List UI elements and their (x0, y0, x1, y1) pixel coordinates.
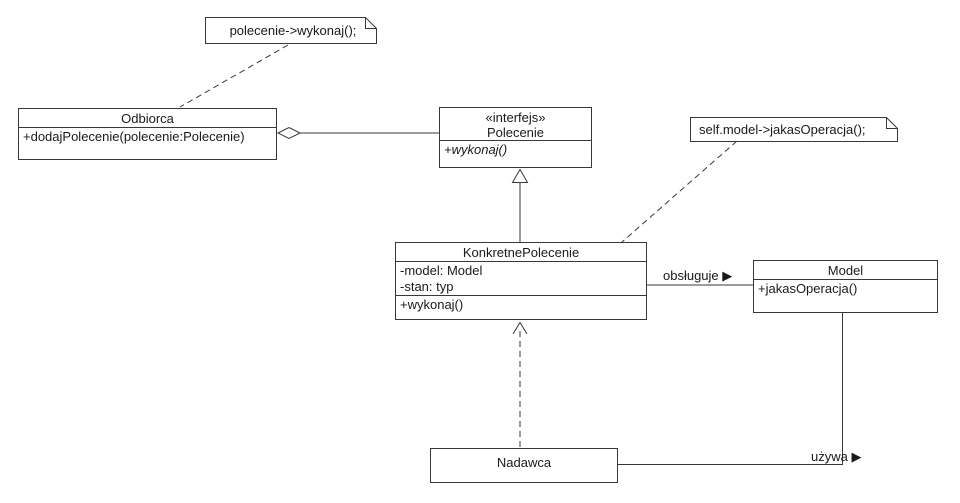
note-text: self.model->jakasOperacja(); (699, 122, 866, 137)
class-konkretnepolecenie-methods: +wykonaj() (396, 295, 646, 319)
class-odbiorca: Odbiorca +dodajPolecenie(polecenie:Polec… (18, 108, 277, 160)
class-model-methods: +jakasOperacja() (754, 279, 937, 312)
class-title: Nadawca (496, 455, 552, 470)
class-title: KonkretnePolecenie (462, 245, 580, 260)
note-text: polecenie->wykonaj(); (229, 23, 357, 38)
class-polecenie-methods: +wykonaj() (440, 140, 591, 167)
class-method: +jakasOperacja() (758, 281, 858, 296)
dependency-link (512, 321, 528, 447)
generalization-triangle-icon (511, 168, 529, 183)
aggregation-link (276, 126, 440, 140)
class-model: Model +jakasOperacja() (753, 260, 938, 313)
class-title: Polecenie (486, 125, 545, 140)
class-konkretnepolecenie: KonkretnePolecenie -model: Model -stan: … (395, 242, 647, 320)
note-shape (205, 17, 377, 44)
class-nadawca: Nadawca (430, 448, 618, 483)
dependency-open-arrow-icon (512, 321, 528, 335)
class-stereotype: «interfejs» (485, 110, 546, 125)
class-konkretnepolecenie-attributes: -model: Model -stan: typ (396, 261, 646, 295)
uml-note-polecenie-wykonaj: polecenie->wykonaj(); (205, 17, 377, 44)
class-method: +dodajPolecenie(polecenie:Polecenie) (23, 129, 245, 144)
edge-label-obsluguje: obsługuje ▶ (663, 268, 733, 283)
aggregation-diamond-icon (276, 126, 302, 140)
note2-anchor-line (621, 140, 738, 243)
class-attribute: -stan: typ (400, 279, 454, 294)
association-uzywa-line (618, 313, 843, 465)
note-fold-icon (365, 17, 377, 29)
class-title: Odbiorca (121, 111, 174, 126)
uml-note-self-model-jakasoperacja: self.model->jakasOperacja(); (690, 117, 898, 142)
class-method: +wykonaj() (444, 142, 508, 157)
class-title: Model (827, 263, 864, 278)
class-polecenie-interface: «interfejs» Polecenie +wykonaj() (439, 107, 592, 168)
edge-label-uzywa: używa ▶ (811, 449, 862, 464)
note1-anchor-line (179, 44, 289, 108)
class-odbiorca-methods: +dodajPolecenie(polecenie:Polecenie) (19, 127, 276, 159)
generalization-link (511, 168, 529, 242)
class-attribute: -model: Model (400, 263, 483, 278)
note-shape (690, 117, 898, 142)
class-method: +wykonaj() (400, 297, 464, 312)
note-fold-icon (886, 117, 898, 129)
